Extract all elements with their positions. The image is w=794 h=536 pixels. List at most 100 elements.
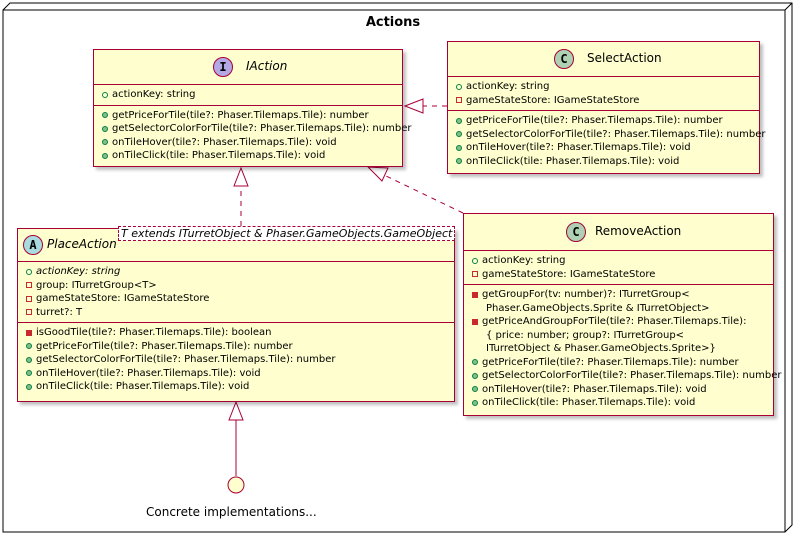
member-row: gameStateStore: IGameStateStore: [22, 292, 454, 306]
realization-remove-to-iaction: [366, 166, 464, 214]
private-visibility-icon: [22, 292, 36, 305]
private-visibility-icon: [22, 279, 36, 292]
public-visibility-icon: [468, 396, 482, 409]
selectaction-class[interactable]: C SelectAction actionKey: string gameStat…: [447, 41, 765, 174]
member-text: getPriceAndGroupForTile(tile?: Phaser.Ti…: [482, 316, 747, 327]
class-name: IAction: [246, 59, 288, 73]
private-visibility-icon: [468, 315, 482, 328]
private-visibility-icon: [22, 306, 36, 319]
member-row: actionKey: string: [468, 254, 773, 268]
member-row: onTileHover(tile?: Phaser.Tilemaps.Tile)…: [452, 141, 759, 155]
member-text: getSelectorColorForTile(tile?: Phaser.Ti…: [466, 128, 766, 140]
member-row: onTileClick(tile: Phaser.Tilemaps.Tile):…: [22, 380, 454, 394]
placeaction-class[interactable]: A PlaceAction actionKey: string group: IT…: [17, 228, 455, 402]
concrete-node-circle: [227, 476, 245, 494]
public-visibility-icon: [98, 109, 112, 122]
private-visibility-icon: [452, 94, 466, 107]
member-row: onTileHover(tile?: Phaser.Tilemaps.Tile)…: [22, 367, 454, 381]
member-row: onTileClick(tile: Phaser.Tilemaps.Tile):…: [98, 149, 402, 163]
member-text: Phaser.GameObjects.Sprite & ITurretObjec…: [486, 302, 710, 314]
realization-place-to-iaction: [233, 166, 249, 226]
member-text: onTileClick(tile: Phaser.Tilemaps.Tile):…: [466, 155, 680, 167]
member-text: getSelectorColorForTile(tile?: Phaser.Ti…: [112, 123, 412, 134]
extension-concrete-to-placeaction: [227, 400, 245, 494]
member-row: group: ITurretGroup<T>: [22, 279, 454, 293]
member-row: onTileClick(tile: Phaser.Tilemaps.Tile):…: [452, 155, 759, 169]
member-row: { price: number; group?: ITurretGroup<: [468, 329, 773, 343]
type-parameter-box: T extends ITurretObject & Phaser.GameObj…: [118, 226, 456, 241]
member-text: onTileClick(tile: Phaser.Tilemaps.Tile):…: [482, 397, 696, 408]
member-row: getSelectorColorForTile(tile?: Phaser.Ti…: [22, 353, 454, 367]
member-row: Phaser.GameObjects.Sprite & ITurretObjec…: [468, 302, 773, 316]
member-text: turret?: T: [36, 306, 83, 318]
member-text: gameStateStore: IGameStateStore: [482, 268, 656, 280]
member-text: actionKey: string: [112, 89, 196, 100]
member-row: getPriceAndGroupForTile(tile?: Phaser.Ti…: [468, 315, 773, 329]
member-text: onTileHover(tile?: Phaser.Tilemaps.Tile)…: [36, 367, 261, 379]
public-visibility-icon: [22, 367, 36, 380]
member-text: getPriceForTile(tile?: Phaser.Tilemaps.T…: [466, 115, 723, 126]
member-row: onTileClick(tile: Phaser.Tilemaps.Tile):…: [468, 396, 773, 410]
member-text: getPriceForTile(tile?: Phaser.Tilemaps.T…: [482, 356, 739, 368]
realization-select-to-iaction: [403, 98, 447, 114]
member-text: onTileHover(tile?: Phaser.Tilemaps.Tile)…: [482, 383, 707, 395]
member-row: gameStateStore: IGameStateStore: [452, 94, 759, 108]
member-row: actionKey: string: [98, 88, 402, 102]
class-stereotype-icon: C: [554, 49, 574, 69]
member-text: group: ITurretGroup<T>: [36, 279, 157, 291]
methods-section: getGroupFor(tv: number)?: ITurretGroup< P…: [464, 285, 781, 413]
fields-section: actionKey: string gameStateStore: IGameSt…: [448, 77, 759, 111]
public-visibility-icon: [468, 356, 482, 369]
class-name: SelectAction: [587, 51, 662, 65]
member-row: getPriceForTile(tile?: Phaser.Tilemaps.T…: [98, 109, 402, 123]
removeaction-class[interactable]: C RemoveAction actionKey: string gameStat…: [463, 213, 781, 416]
class-stereotype-icon: C: [566, 222, 586, 242]
member-row: turret?: T: [22, 306, 454, 320]
fields-section: actionKey: string gameStateStore: IGameSt…: [464, 251, 773, 285]
concrete-implementations-label: Concrete implementations...: [146, 505, 317, 519]
member-row: gameStateStore: IGameStateStore: [468, 268, 773, 282]
public-visibility-icon: [452, 80, 466, 93]
public-visibility-icon: [452, 128, 466, 141]
member-text: onTileHover(tile?: Phaser.Tilemaps.Tile)…: [466, 142, 691, 153]
abstract-stereotype-icon: A: [23, 235, 43, 255]
methods-section: getPriceForTile(tile?: Phaser.Tilemaps.T…: [448, 111, 765, 171]
member-text: getPriceForTile(tile?: Phaser.Tilemaps.T…: [36, 340, 293, 352]
member-text: onTileClick(tile: Phaser.Tilemaps.Tile):…: [112, 150, 326, 161]
public-visibility-icon: [452, 114, 466, 127]
member-text: getGroupFor(tv: number)?: ITurretGroup<: [482, 289, 690, 300]
member-text: isGoodTile(tile?: Phaser.Tilemaps.Tile):…: [36, 327, 272, 338]
class-name: RemoveAction: [595, 224, 682, 238]
member-row: getSelectorColorForTile(tile?: Phaser.Ti…: [98, 122, 411, 136]
member-text: getSelectorColorForTile(tile?: Phaser.Ti…: [482, 370, 782, 381]
member-row: isGoodTile(tile?: Phaser.Tilemaps.Tile):…: [22, 326, 454, 340]
member-text: actionKey: string: [482, 255, 566, 266]
fields-section: actionKey: string group: ITurretGroup<T> g…: [18, 262, 454, 323]
member-text: ITurretObject & Phaser.GameObjects.Sprit…: [486, 343, 716, 354]
public-visibility-icon: [468, 383, 482, 396]
public-visibility-icon: [468, 369, 482, 382]
member-row: ITurretObject & Phaser.GameObjects.Sprit…: [468, 342, 773, 356]
public-visibility-icon: [98, 149, 112, 162]
public-visibility-icon: [452, 155, 466, 168]
member-text: actionKey: string: [36, 266, 121, 277]
member-row: actionKey: string: [452, 80, 759, 94]
member-text: onTileClick(tile: Phaser.Tilemaps.Tile):…: [36, 381, 250, 392]
member-text: getSelectorColorForTile(tile?: Phaser.Ti…: [36, 354, 336, 365]
fields-section: actionKey: string: [94, 85, 402, 106]
member-text: gameStateStore: IGameStateStore: [36, 293, 210, 304]
public-visibility-icon: [22, 353, 36, 366]
member-text: actionKey: string: [466, 81, 550, 92]
class-name: PlaceAction: [47, 237, 117, 251]
public-visibility-icon: [22, 340, 36, 353]
member-row: getSelectorColorForTile(tile?: Phaser.Ti…: [452, 128, 765, 142]
methods-section: getPriceForTile(tile?: Phaser.Tilemaps.T…: [94, 106, 411, 166]
public-visibility-icon: [22, 380, 36, 393]
iaction-class[interactable]: I IAction actionKey: string getPriceForT…: [93, 49, 411, 167]
member-text: onTileHover(tile?: Phaser.Tilemaps.Tile)…: [112, 136, 337, 148]
private-visibility-icon: [468, 288, 482, 301]
member-row: actionKey: string: [22, 265, 454, 279]
member-row: onTileHover(tile?: Phaser.Tilemaps.Tile)…: [468, 383, 773, 397]
public-visibility-icon: [452, 141, 466, 154]
member-row: getPriceForTile(tile?: Phaser.Tilemaps.T…: [22, 340, 454, 354]
